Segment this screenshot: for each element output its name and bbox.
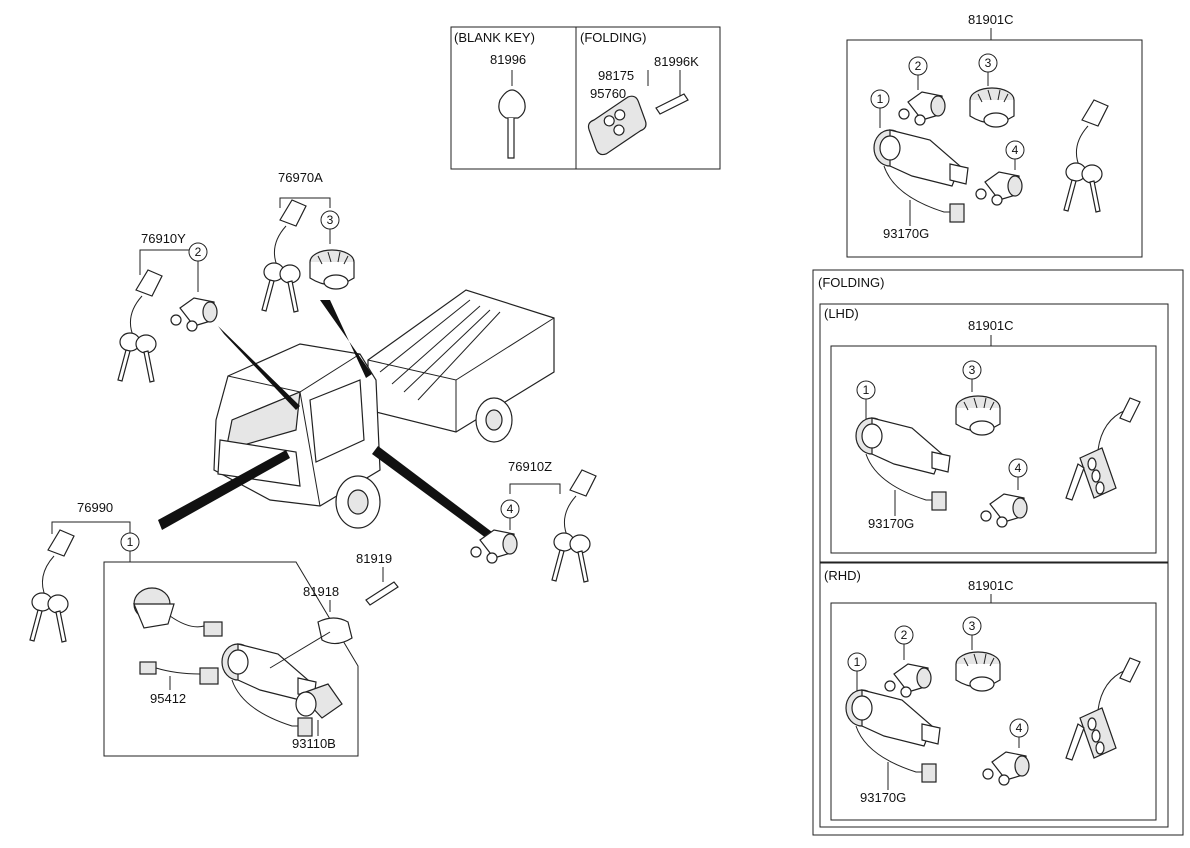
svg-text:4: 4 — [1015, 461, 1022, 475]
part-93170g-lhd: 93170G — [868, 516, 914, 531]
folding-label-top: (FOLDING) — [580, 30, 646, 45]
door-lock-icon — [982, 751, 1030, 786]
set-81919: 81919 81918 — [269, 551, 399, 669]
part-81901c-rhd: 81901C — [968, 578, 1014, 593]
harness-icon — [139, 661, 219, 685]
ignition-switch-icon — [855, 417, 951, 511]
part-76990: 76990 — [77, 500, 113, 515]
blade-icon — [655, 93, 689, 115]
circle-3: 3 — [962, 616, 982, 636]
pointer-wedge — [218, 326, 300, 410]
pointer-wedge — [320, 300, 372, 378]
rhd-label: (RHD) — [824, 568, 861, 583]
part-98175: 98175 — [598, 68, 634, 83]
circle-2: 2 — [188, 242, 208, 262]
set-76990: 76990 1 95412 93110B — [29, 500, 359, 757]
part-81919: 81919 — [356, 551, 392, 566]
svg-text:3: 3 — [969, 363, 976, 377]
key-set-icon — [117, 269, 163, 383]
circle-4: 4 — [500, 499, 520, 519]
bolt-icon — [365, 581, 399, 606]
svg-text:4: 4 — [1016, 721, 1023, 735]
circle-3: 3 — [320, 210, 340, 230]
part-95412: 95412 — [150, 691, 186, 706]
part-93170g-rhd: 93170G — [860, 790, 906, 805]
circle-1: 1 — [856, 380, 876, 400]
part-81901c-lhd: 81901C — [968, 318, 1014, 333]
part-76910z: 76910Z — [508, 459, 552, 474]
lhd-label: (LHD) — [824, 306, 859, 321]
door-lock-icon — [470, 529, 518, 564]
door-lock-icon — [975, 171, 1023, 206]
pointer-wedge — [158, 450, 290, 530]
truck-illustration — [158, 289, 555, 538]
blank-key-box: (BLANK KEY) (FOLDING) 81996 98175 81996K… — [450, 26, 721, 170]
ignition-switch-icon — [221, 643, 317, 737]
svg-text:1: 1 — [127, 535, 134, 549]
svg-text:1: 1 — [854, 655, 861, 669]
svg-text:2: 2 — [901, 628, 908, 642]
set-76910z: 76910Z 4 — [470, 459, 597, 583]
multifunction-switch-icon — [133, 587, 223, 637]
circle-2: 2 — [894, 625, 914, 645]
door-lock-icon — [980, 493, 1028, 528]
circle-4: 4 — [1008, 458, 1028, 478]
cap-lock-icon — [955, 395, 1001, 436]
svg-text:3: 3 — [985, 56, 992, 70]
key-set-icon — [261, 199, 307, 313]
door-lock-icon — [170, 297, 218, 332]
svg-text:3: 3 — [327, 213, 334, 227]
svg-text:4: 4 — [507, 502, 514, 516]
part-95760: 95760 — [590, 86, 626, 101]
circle-1: 1 — [847, 652, 867, 672]
immobilizer-icon — [295, 683, 343, 719]
circle-1: 1 — [870, 89, 890, 109]
svg-text:2: 2 — [195, 245, 202, 259]
circle-3: 3 — [978, 53, 998, 73]
part-81918: 81918 — [303, 584, 339, 599]
cap-lock-icon — [955, 651, 1001, 692]
set-81901c-top: 81901C 1 2 3 4 93170G — [846, 12, 1143, 258]
part-76970a: 76970A — [278, 170, 323, 185]
svg-text:2: 2 — [915, 59, 922, 73]
set-76910y: 76910Y 2 — [117, 231, 218, 383]
part-81996K: 81996K — [654, 54, 699, 69]
set-76970a: 76970A 3 — [261, 170, 355, 313]
svg-text:1: 1 — [877, 92, 884, 106]
ignition-switch-icon — [873, 129, 969, 223]
cap-lock-icon — [969, 87, 1015, 128]
circle-2: 2 — [908, 56, 928, 76]
cap-lock-icon — [309, 249, 355, 290]
part-93110b: 93110B — [292, 736, 336, 751]
circle-1: 1 — [120, 532, 140, 552]
circle-4: 4 — [1005, 140, 1025, 160]
door-lock-icon — [898, 91, 946, 126]
svg-text:3: 3 — [969, 619, 976, 633]
blank-key-icon — [498, 70, 526, 159]
ignition-switch-icon — [845, 689, 941, 783]
part-76910y: 76910Y — [141, 231, 186, 246]
folding-label: (FOLDING) — [818, 275, 884, 290]
bracket-icon — [317, 617, 353, 645]
svg-text:4: 4 — [1012, 143, 1019, 157]
pointer-wedge — [372, 446, 492, 538]
folding-section: (FOLDING) (LHD) 81901C 1 3 4 93170G (RHD… — [812, 269, 1184, 836]
key-set-icon — [1063, 99, 1109, 213]
folding-key-icon — [1065, 657, 1141, 761]
blank-key-label: (BLANK KEY) — [454, 30, 535, 45]
part-81996: 81996 — [490, 52, 526, 67]
svg-text:1: 1 — [863, 383, 870, 397]
folding-key-icon — [1065, 397, 1141, 501]
part-93170g-top: 93170G — [883, 226, 929, 241]
part-81901c-top: 81901C — [968, 12, 1014, 27]
circle-4: 4 — [1009, 718, 1029, 738]
door-lock-icon — [884, 663, 932, 698]
key-set-icon — [29, 529, 75, 643]
remote-key-icon — [587, 95, 647, 156]
key-set-icon — [551, 469, 597, 583]
circle-3: 3 — [962, 360, 982, 380]
